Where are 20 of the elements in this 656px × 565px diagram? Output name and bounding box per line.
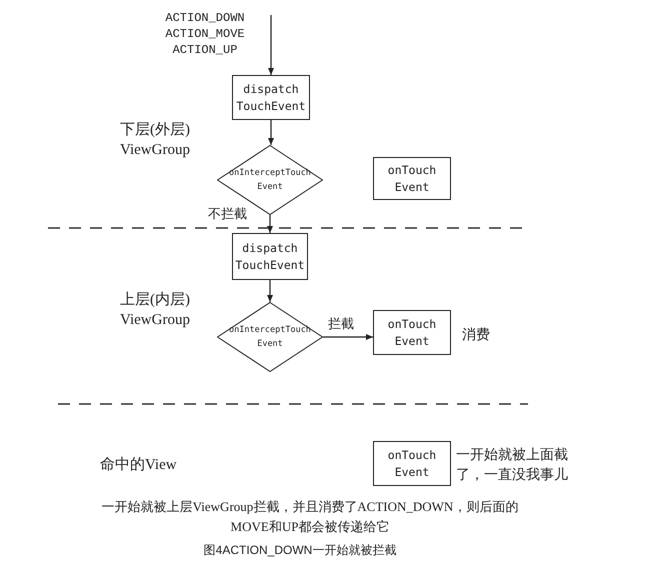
process-box: dispatch TouchEvent	[232, 233, 308, 280]
caption: 图4ACTION_DOWN一开始就被拦截	[202, 542, 398, 559]
layer-label: 下层(外层) ViewGroup	[119, 121, 191, 160]
arrow	[267, 215, 273, 233]
decision-text: onInterceptTouchEvent	[229, 324, 311, 351]
layer-label: 上层(内层) ViewGroup	[119, 290, 191, 330]
arrow	[268, 15, 274, 75]
process-box: onTouch Event	[373, 157, 451, 200]
process-box: dispatch TouchEvent	[232, 75, 310, 120]
arrow	[268, 120, 274, 145]
process-box: onTouch Event	[373, 441, 451, 486]
note-text: 消费	[462, 326, 491, 345]
decision-text: onInterceptTouchEvent	[229, 167, 311, 194]
arrow	[267, 280, 273, 302]
process-box: onTouch Event	[373, 310, 451, 355]
note-text: 一开始就被上面截了，一直没我事儿	[456, 446, 569, 485]
arrow	[323, 334, 373, 340]
decision-diamond	[217, 302, 323, 372]
layer-label: 命中的View	[100, 456, 178, 475]
note-text: 一开始就被上层ViewGroup拦截，并且消费了ACTION_DOWN，则后面的MOVE和UP都会被传递给它	[100, 498, 520, 536]
